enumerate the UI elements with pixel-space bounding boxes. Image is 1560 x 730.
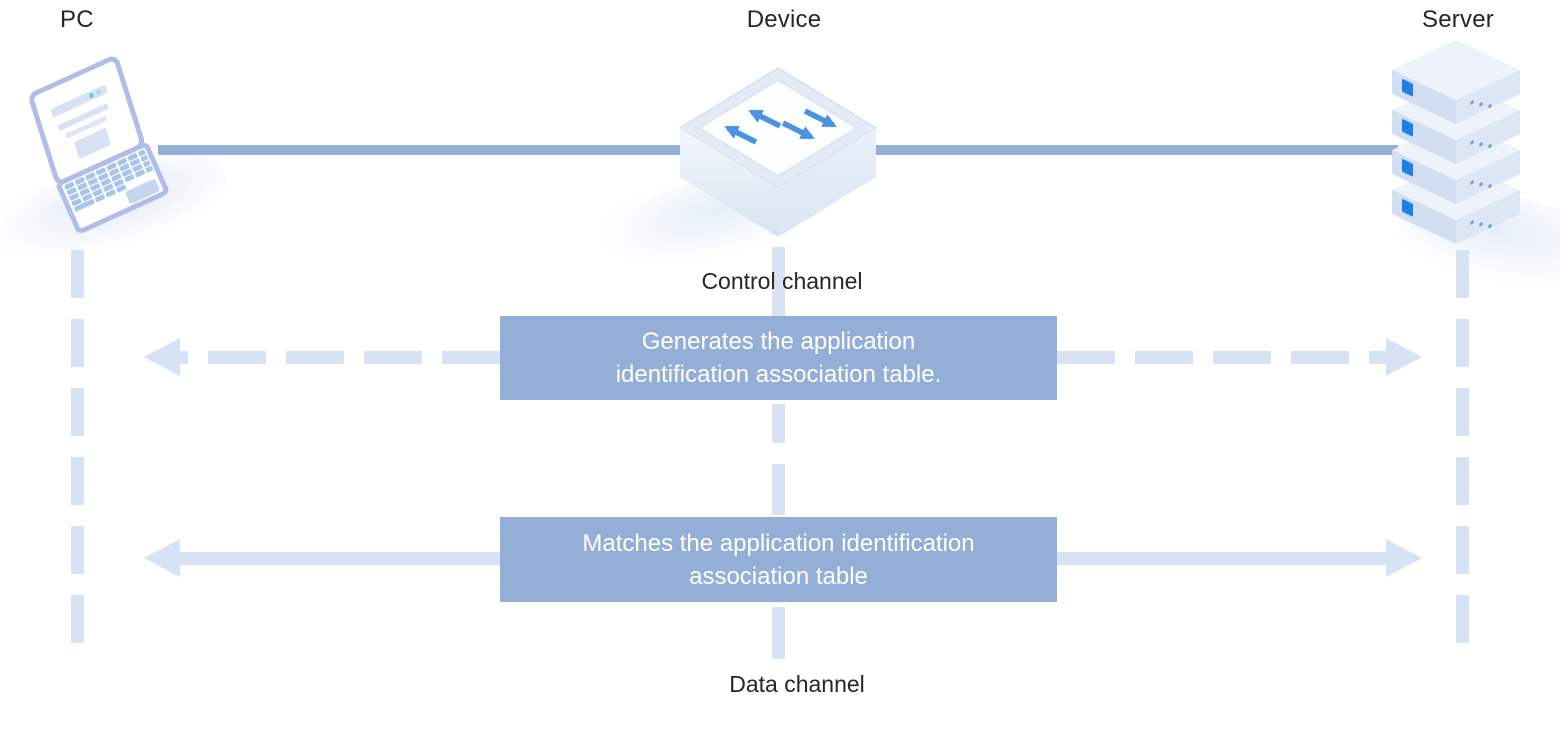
device-channel-line-segment bbox=[772, 607, 785, 659]
data-arrow-left-head bbox=[144, 539, 180, 577]
control-arrow-right-head bbox=[1386, 338, 1422, 376]
control-channel-label: Control channel bbox=[701, 268, 863, 294]
data-arrow-left bbox=[178, 552, 500, 565]
server-vertical-dashed-line bbox=[1456, 250, 1469, 662]
control-channel-box-text: Generates the application identification… bbox=[615, 328, 942, 388]
data-channel-label: Data channel bbox=[729, 671, 865, 697]
device-channel-line-segment bbox=[772, 464, 785, 515]
data-arrow-right bbox=[1057, 552, 1387, 565]
control-channel-box: Generates the application identification… bbox=[500, 316, 1057, 400]
device-label: Device bbox=[746, 6, 822, 33]
server-label: Server bbox=[1422, 6, 1494, 33]
laptop-icon bbox=[18, 42, 188, 237]
server-icon bbox=[1392, 40, 1520, 245]
switch-icon bbox=[678, 67, 878, 237]
pc-vertical-dashed-line bbox=[71, 250, 84, 662]
pc-label: PC bbox=[60, 6, 94, 33]
data-arrow-right-head bbox=[1386, 539, 1422, 577]
control-arrow-right bbox=[1057, 351, 1387, 364]
control-arrow-left bbox=[178, 351, 500, 364]
data-channel-box-text: Matches the application identification a… bbox=[582, 529, 975, 590]
device-channel-line-segment bbox=[772, 404, 785, 443]
control-arrow-left-head bbox=[144, 338, 180, 376]
data-channel-box: Matches the application identification a… bbox=[500, 517, 1057, 602]
